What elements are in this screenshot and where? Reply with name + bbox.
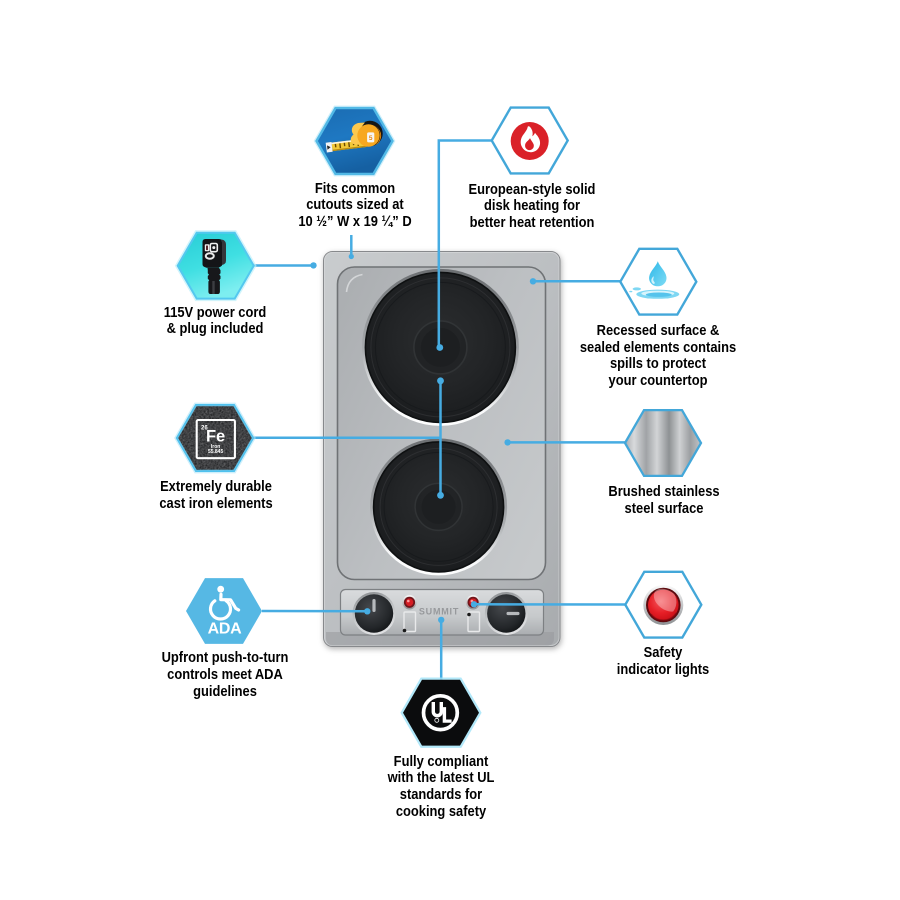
svg-text:Iron: Iron	[211, 444, 220, 450]
svg-text:5: 5	[369, 135, 373, 142]
svg-text:ADA: ADA	[208, 621, 243, 638]
svg-text:26: 26	[201, 425, 208, 431]
svg-text:Fe: Fe	[206, 428, 225, 446]
svg-text:SUMMIT: SUMMIT	[419, 607, 459, 617]
svg-text:55.845: 55.845	[208, 449, 224, 455]
